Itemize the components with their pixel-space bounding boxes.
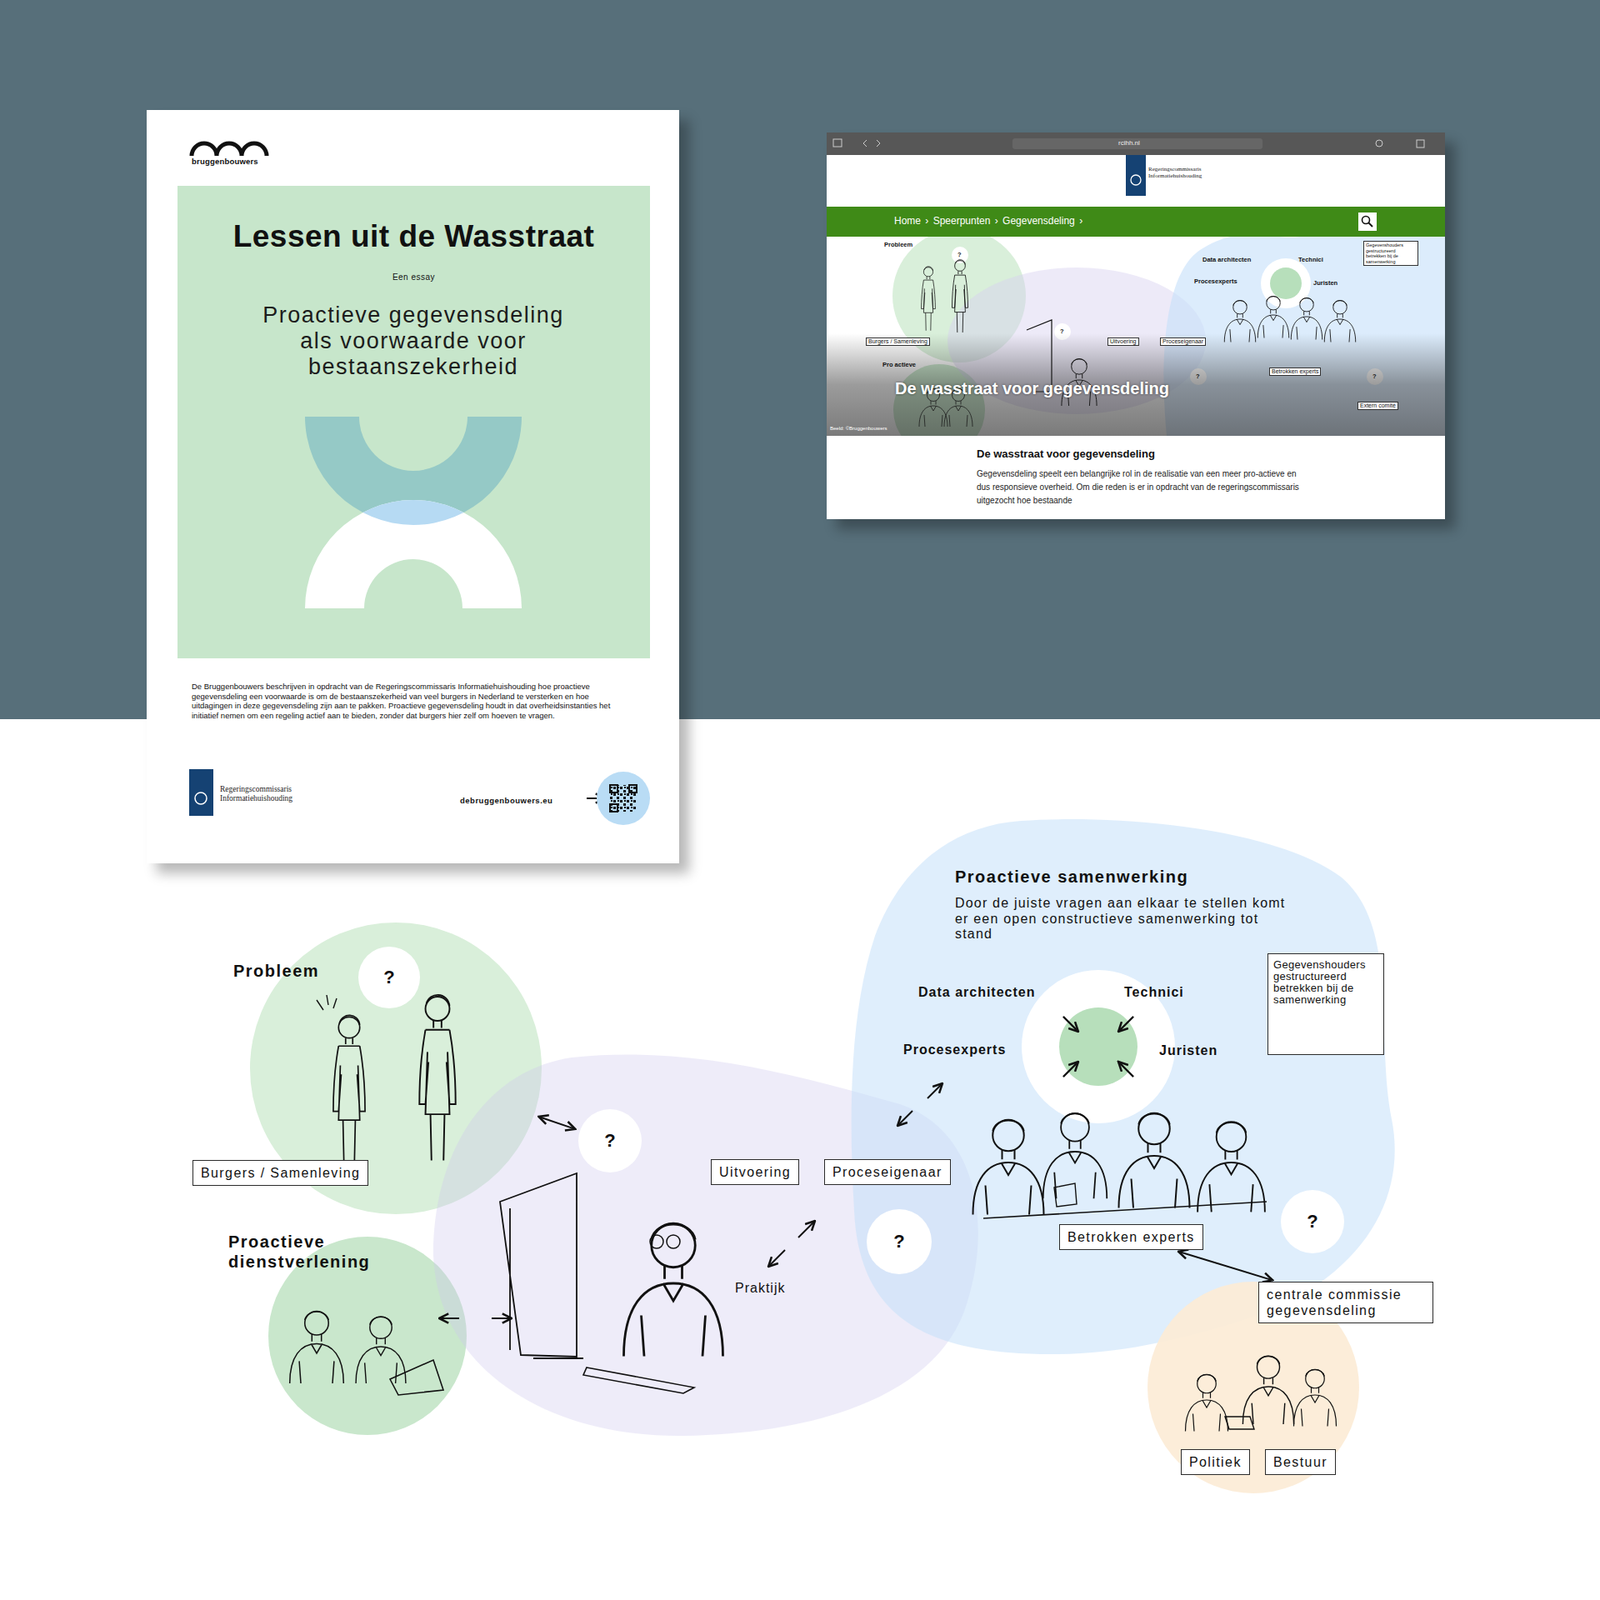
thumb-label: Juristen [1313,279,1338,287]
document-page: bruggenbouwers De Bruggenbouwers beschrij… [146,110,680,864]
collaboration-region: Proactieve samenwerkingDoor de juiste vr… [841,819,1406,1358]
box-text: Uitvoering [719,1164,791,1180]
thumb-label: ? [957,250,962,259]
main-art [1225,1416,1255,1430]
main-art [1185,1374,1229,1431]
node-text: Proactieve dienstverlening [228,1231,420,1272]
thumb-label: ? [1195,372,1200,380]
node-text: Door de juiste vragen aan elkaar te stel… [955,895,1289,943]
label-box: Betrokken experts [1059,1224,1204,1250]
node-text: Probleem [233,960,320,981]
box-text: Bestuur [1273,1454,1328,1470]
label-box: Uitvoering [710,1159,800,1185]
question-circle: ? [1280,1190,1345,1254]
label-box: Bestuur [1265,1449,1336,1475]
node-text: debruggenbouwers.eu [460,795,553,805]
question-circle: ? [866,1209,932,1275]
question-circle: ? [578,1109,642,1173]
node-text: rcihh.nl [1118,139,1140,147]
thumb-label: Gegevenshouders gestructureerd betrekken… [1363,240,1419,266]
node-text: Regeringscommissaris Informatiehuishoudi… [1148,165,1217,180]
box-text: ? [893,1230,905,1253]
cover-panel: Lessen uit de WasstraatEen essayProactie… [177,185,650,659]
node-text: Proactieve samenwerking [955,867,1189,887]
thumb-label: ? [1372,372,1377,380]
node-text: Gegevensdeling speelt een belangrijke ro… [976,467,1304,508]
thumb-label: Probleem [884,240,913,249]
label-box: centrale commissie gegevensdeling [1258,1281,1434,1324]
question-circle: ? [358,946,420,1009]
thumb-label: Pro actieve [882,360,916,369]
label-box: Burgers / Samenleving [192,1160,369,1186]
box-text: Gegevenshouders gestructureerd betrekken… [1273,959,1379,1006]
thumb-label: Proceseigenaar [1160,337,1206,346]
label-box: Politiek [1180,1449,1250,1475]
box-text: ? [604,1130,615,1152]
note-box: Gegevenshouders gestructureerd betrekken… [1267,953,1385,1055]
thumb-label: Burgers / Samenleving [865,337,930,346]
node-text: Home › Speerpunten › Gegevensdeling › [894,215,1083,227]
browser-window: rcihh.nlRegeringscommissaris Informatieh… [826,132,1445,520]
box-text: Betrokken experts [1067,1229,1195,1245]
thumb-label: Technici [1298,255,1324,264]
role-label: Juristen [1159,1043,1218,1059]
node-text: De wasstraat voor gegevensdeling [895,379,1170,399]
box-text: centrale commissie gegevensdeling [1266,1286,1425,1319]
thumb-label: Data architecten [1202,255,1251,264]
node-text: Proactieve gegevensdeling als voorwaarde… [246,302,580,380]
node-text: Regeringscommissaris Informatiehuishoudi… [220,785,314,803]
thumb-label: Betrokken experts [1269,367,1321,376]
node-text: De wasstraat voor gegevensdeling [976,447,1155,460]
box-text: Burgers / Samenleving [200,1165,360,1181]
node-text: Praktijk [735,1280,785,1296]
thumb-label: ? [1060,327,1065,335]
main-art [1242,1355,1294,1425]
nav-bar: Home › Speerpunten › Gegevensdeling › [826,206,1445,237]
box-text: Politiek [1189,1454,1242,1470]
main-art [1294,1369,1337,1426]
thumb-label: Procesexperts [1194,277,1238,285]
region-fill [851,819,1395,1355]
thumb-label: Extern comité [1357,401,1399,410]
box-text: ? [383,966,395,989]
node-text: bruggenbouwers [191,156,259,166]
box-text: Proceseigenaar [832,1164,943,1180]
node-text: Lessen uit de Wasstraat [177,219,650,255]
thumb-label: Uitvoering [1107,337,1140,346]
role-label: Technici [1124,985,1185,1000]
node-text: Een essay [177,272,650,282]
label-box: Proceseigenaar [824,1159,951,1185]
role-label: Procesexperts [903,1042,1006,1058]
box-text: ? [1306,1210,1318,1233]
node-text: De Bruggenbouwers beschrijven in opdrach… [191,681,630,720]
node-text: Beeld: ©Bruggenbouwers [830,425,887,431]
service-circle: Proactieve dienstverlening [228,1231,470,1440]
role-label: Data architecten [918,985,1036,1000]
